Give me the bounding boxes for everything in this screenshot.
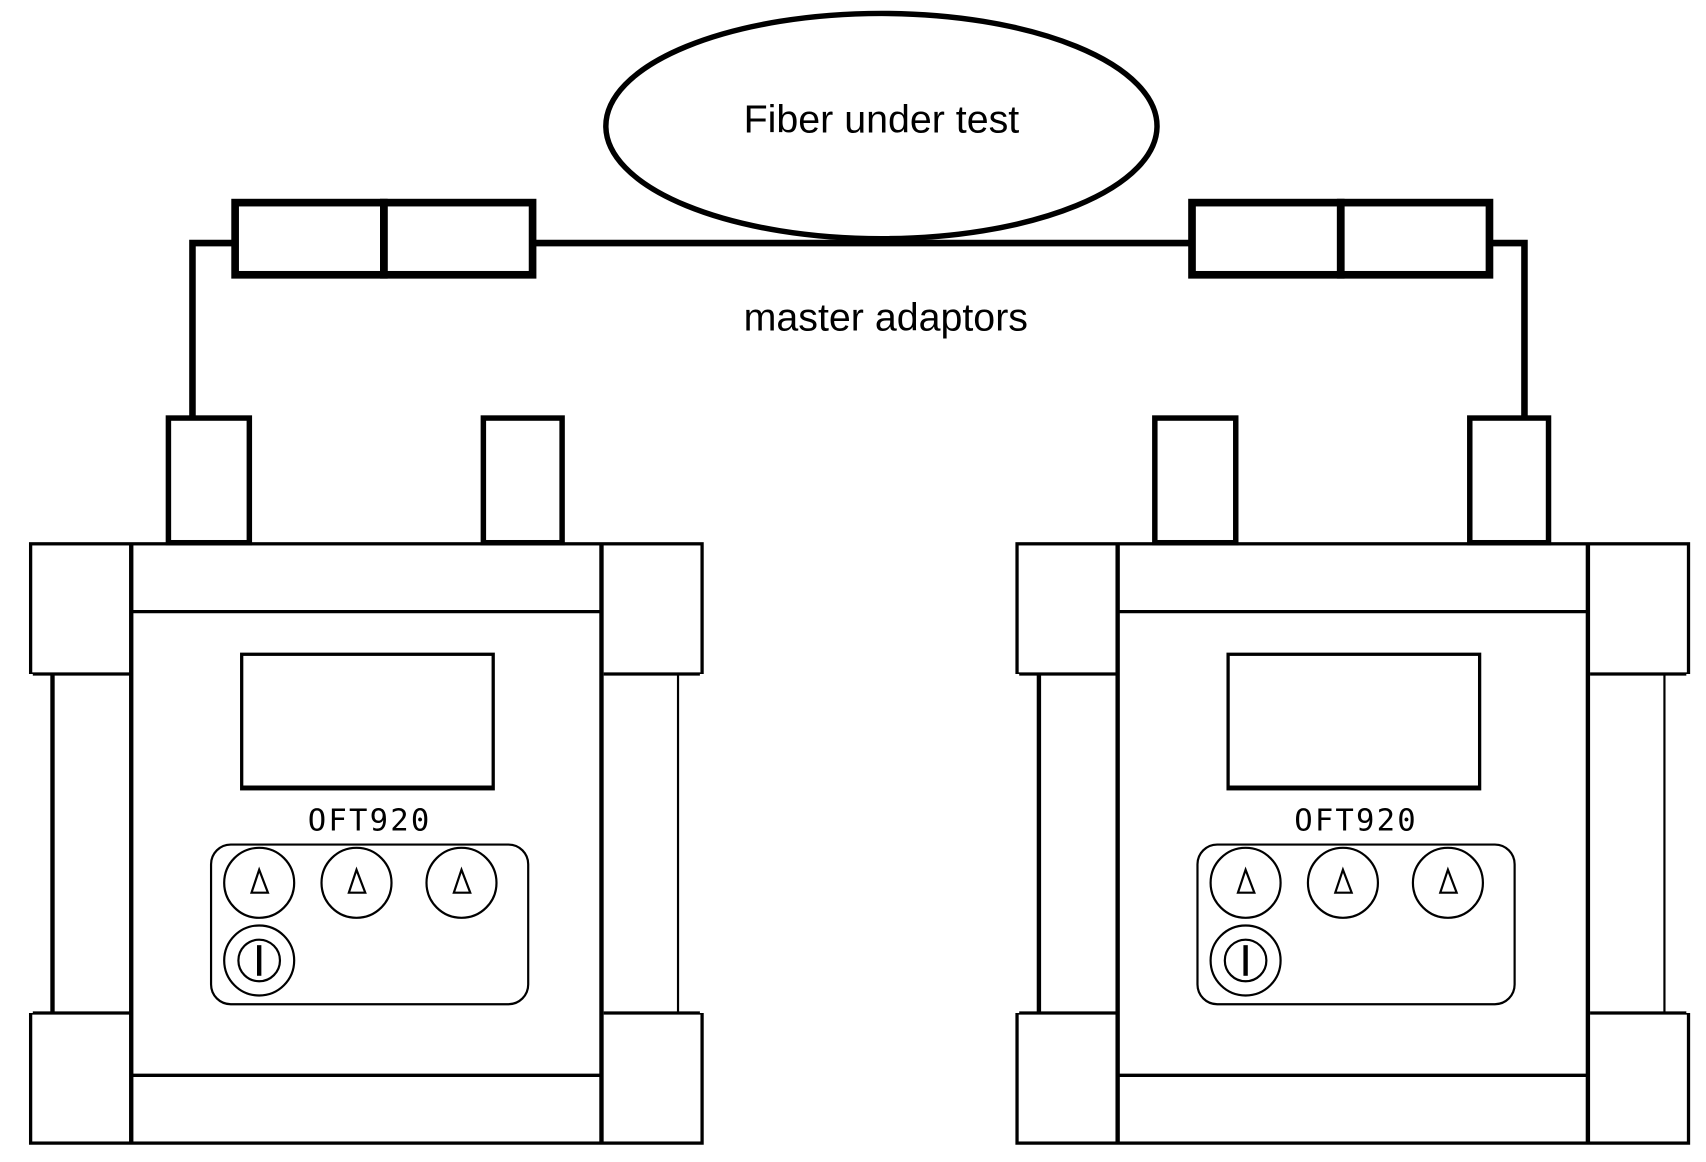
- master-adaptor-right: [1188, 198, 1528, 416]
- device-left: OFT920: [28, 415, 705, 1145]
- keypad: [209, 843, 530, 1006]
- triangle-icon: [250, 866, 270, 894]
- power-button[interactable]: [223, 924, 296, 997]
- fiber-loop: [603, 10, 1160, 242]
- adaptor-label: master adaptors: [744, 296, 1028, 340]
- power-icon: [1223, 938, 1268, 983]
- up-button-3[interactable]: [1411, 846, 1485, 919]
- up-button-2[interactable]: [1306, 846, 1380, 919]
- display-screen: [240, 652, 495, 791]
- triangle-icon: [452, 866, 472, 894]
- master-adaptor-left: [189, 198, 537, 416]
- device-right: OFT920: [1014, 415, 1691, 1145]
- port-right-1: [1152, 415, 1239, 546]
- port-right-2: [1467, 415, 1552, 546]
- triangle-icon: [1236, 866, 1256, 894]
- up-button-1[interactable]: [1209, 846, 1282, 919]
- display-screen: [1226, 652, 1482, 791]
- port-left-1: [165, 415, 253, 546]
- up-button-3[interactable]: [425, 846, 498, 919]
- fiber-label: Fiber under test: [744, 98, 1020, 142]
- keypad: [1196, 843, 1516, 1006]
- triangle-icon: [1333, 866, 1354, 894]
- model-label: OFT920: [1294, 803, 1418, 838]
- triangle-icon: [1438, 866, 1459, 894]
- up-button-1[interactable]: [223, 846, 296, 919]
- power-icon: [237, 938, 282, 983]
- port-left-2: [480, 415, 565, 546]
- model-label: OFT920: [308, 803, 432, 838]
- power-button[interactable]: [1209, 924, 1282, 997]
- triangle-icon: [347, 866, 367, 894]
- up-button-2[interactable]: [320, 846, 393, 919]
